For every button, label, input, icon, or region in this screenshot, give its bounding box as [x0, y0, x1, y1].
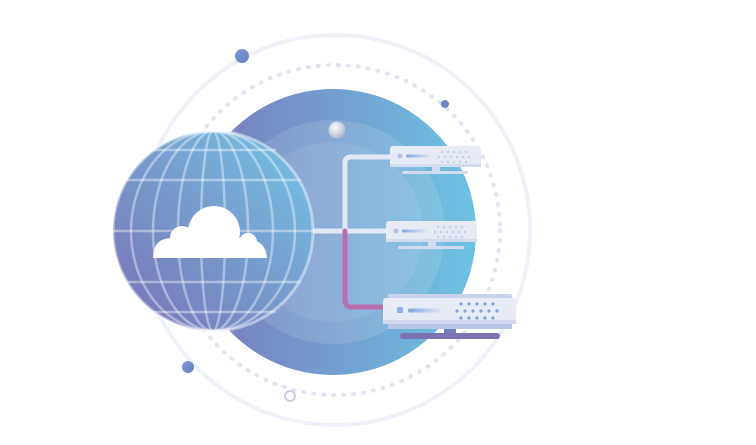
connector-bottom [342, 228, 389, 310]
decor-ring-dot [284, 390, 296, 402]
server-icon [383, 294, 516, 339]
decor-dot [182, 361, 194, 373]
decor-dot [235, 49, 249, 63]
server-icon [390, 146, 481, 174]
server-icon [386, 221, 477, 249]
decor-dot [441, 100, 449, 108]
cloud-icon [153, 206, 267, 258]
connector-top [297, 154, 395, 234]
decor-sphere [328, 121, 346, 139]
connectors [297, 154, 395, 310]
